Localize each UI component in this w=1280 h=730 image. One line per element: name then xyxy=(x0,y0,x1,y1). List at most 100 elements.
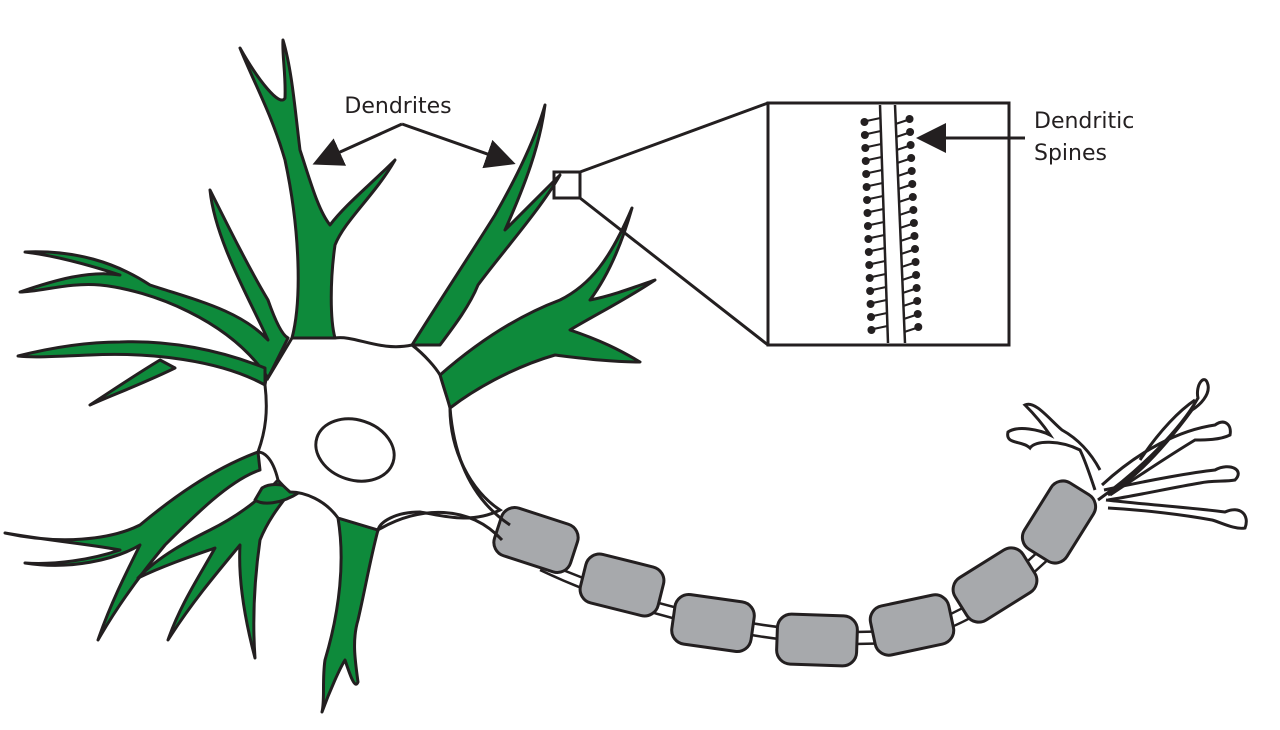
axon-terminal xyxy=(1105,498,1248,530)
spine-head xyxy=(863,209,872,217)
spine-head xyxy=(865,274,874,282)
dendrites xyxy=(3,38,657,714)
myelin-sheath xyxy=(670,592,756,654)
spine-head xyxy=(867,326,876,334)
spine-neck xyxy=(903,314,917,320)
spine-neck xyxy=(871,286,887,291)
spine-head xyxy=(909,206,918,214)
spine-neck xyxy=(899,223,913,229)
label-dendritic-spines-line1: Dendritic xyxy=(1034,109,1134,134)
axon-terminal xyxy=(1100,420,1232,497)
spine-head xyxy=(866,287,875,295)
spine-head xyxy=(861,144,870,152)
spine-neck xyxy=(901,275,915,281)
spine-head xyxy=(862,183,871,191)
zoom-connector-bottom xyxy=(579,196,769,347)
spine-neck xyxy=(868,182,883,187)
axon-terminal xyxy=(1103,465,1240,502)
dendrite-upper-right xyxy=(410,103,562,347)
spine-head xyxy=(861,157,870,165)
axon-hillock-lower xyxy=(377,510,504,542)
nucleus xyxy=(314,417,396,483)
label-dendritic-spines-line2: Spines xyxy=(1034,141,1107,166)
axon-terminals xyxy=(1006,378,1248,530)
dendrite-left-mid xyxy=(16,340,267,387)
spine-head xyxy=(863,222,872,230)
spine-neck xyxy=(870,234,885,239)
axon-terminal xyxy=(1097,378,1210,502)
zoom-connector-top xyxy=(579,101,769,174)
spine-head xyxy=(906,141,915,149)
spine-neck xyxy=(868,195,884,200)
dendrite-right xyxy=(438,206,657,410)
spine-neck xyxy=(867,156,882,161)
spine-head xyxy=(864,235,873,243)
spine-neck xyxy=(897,184,911,190)
spine-neck xyxy=(867,143,882,148)
zoom-inset-frame xyxy=(766,101,1011,347)
spine-neck xyxy=(867,169,883,174)
spine-neck xyxy=(869,208,884,213)
spine-neck xyxy=(871,273,886,278)
spine-neck xyxy=(870,247,886,252)
myelin-sheath xyxy=(951,546,1039,624)
dendritic-spines xyxy=(860,115,923,334)
spine-neck xyxy=(866,130,882,135)
dendrite-left-mid-branch xyxy=(88,358,177,407)
spine-neck xyxy=(896,158,910,164)
spine-neck xyxy=(895,119,908,125)
spine-head xyxy=(863,196,872,204)
spine-head xyxy=(910,232,919,240)
dendrite-top-left xyxy=(238,38,397,340)
spine-head xyxy=(907,167,916,175)
spine-head xyxy=(913,297,922,305)
spine-head xyxy=(864,248,873,256)
spine-neck xyxy=(872,299,887,304)
myelin-sheath xyxy=(1020,479,1098,565)
zoom-source-box xyxy=(552,170,582,200)
spine-neck xyxy=(895,132,909,138)
spine-shaft-left xyxy=(878,104,890,344)
spine-neck xyxy=(869,221,885,226)
dendrite-lower-2 xyxy=(320,516,380,714)
axon-terminal xyxy=(1138,398,1196,461)
axon-terminal xyxy=(1006,402,1102,491)
axon xyxy=(377,407,1098,668)
dendrite-lower-left xyxy=(3,450,262,642)
spine-neck xyxy=(871,260,886,265)
myelin-sheath xyxy=(775,612,859,668)
spine-head xyxy=(913,310,922,318)
spine-neck xyxy=(899,210,912,216)
spine-head xyxy=(905,115,914,123)
spine-neck xyxy=(901,262,914,268)
spine-head xyxy=(860,131,869,139)
zoom-inset xyxy=(552,101,1011,347)
spine-neck xyxy=(897,171,911,177)
spine-head xyxy=(908,193,917,201)
spine-head xyxy=(912,284,921,292)
arrow-dendrites-left xyxy=(312,122,403,166)
spine-head xyxy=(909,219,918,227)
myelin-sheath xyxy=(578,552,666,618)
spine-head xyxy=(914,323,923,331)
spine-neck xyxy=(903,327,917,333)
spine-neck xyxy=(873,325,888,330)
myelin-sheath xyxy=(868,593,956,657)
myelin-sheath xyxy=(492,506,580,574)
arrow-dendrites-right xyxy=(401,122,516,169)
labels: Dendrites Dendritic Spines xyxy=(312,94,1134,169)
spine-neck xyxy=(902,301,916,307)
dendrite-left-upper xyxy=(18,188,290,380)
spine-head xyxy=(866,300,875,308)
spine-neck xyxy=(872,312,888,317)
spine-head xyxy=(866,313,875,321)
label-dendrites: Dendrites xyxy=(344,94,451,119)
spine-head xyxy=(911,258,920,266)
spine-shaft-right xyxy=(893,104,907,344)
spine-neck xyxy=(902,288,915,294)
spine-neck xyxy=(866,117,881,122)
spine-neck xyxy=(896,145,909,151)
spine-head xyxy=(907,154,916,162)
dendrite-lower-1 xyxy=(136,478,292,660)
